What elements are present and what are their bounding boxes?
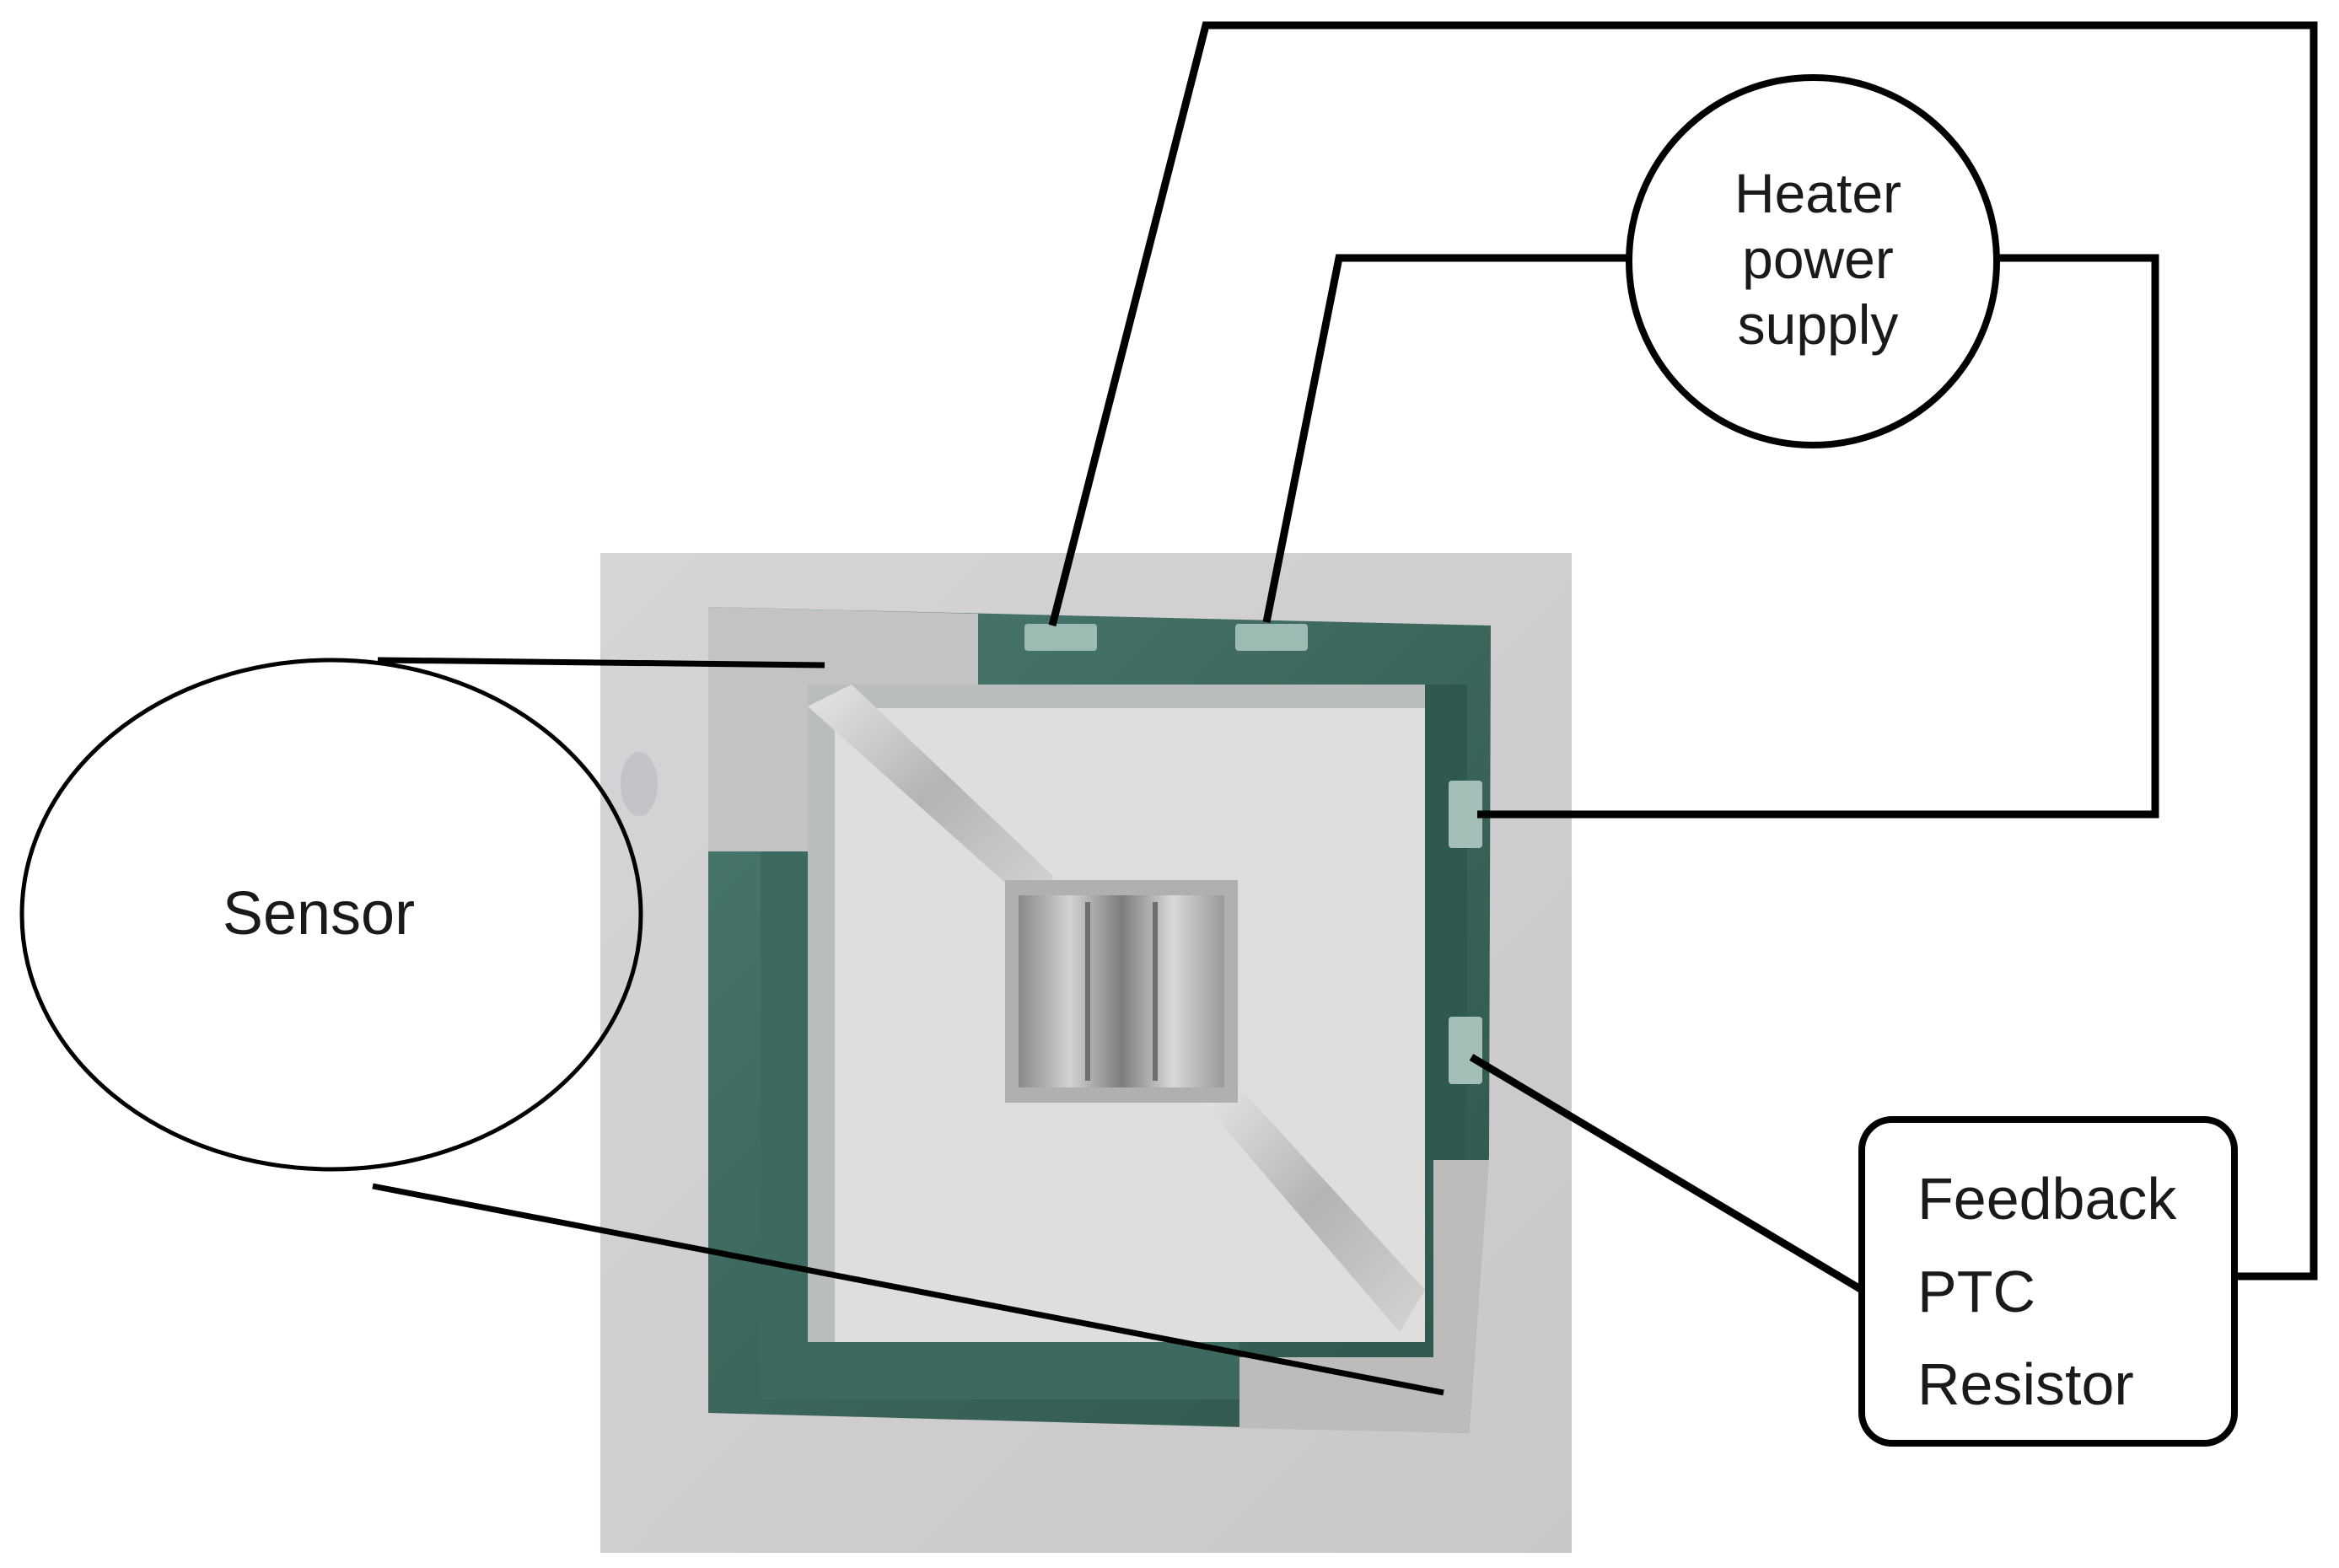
sensor-ellipse [19,658,643,1172]
pad-right-1 [1449,781,1482,848]
feedback-label-line1: Feedback [1917,1166,2177,1232]
silver-border-top-left [708,607,978,851]
feedback-ptc-resistor: Feedback PTC Resistor [1858,1116,2238,1447]
sensor-leader-top [377,657,825,669]
feedback-label-line3: Resistor [1917,1351,2134,1417]
sensor-callout: Sensor [19,657,1444,1396]
pad-top-1 [1024,624,1097,651]
heater-power-supply: Heater power supply [1626,74,2000,448]
circuit-wires [1048,21,2318,1293]
sensor-chip-photo [600,553,1572,1553]
beam-upper [808,685,1054,904]
feedback-box [1858,1116,2238,1447]
feedback-label-line2: PTC [1917,1259,2035,1324]
pad-top-2 [1235,624,1308,651]
pad-right-2 [1449,1017,1482,1084]
wire-pad-top-2-to-heater [1262,254,1629,623]
sensor-leader-bottom [372,1183,1444,1396]
heater-label-line1: Heater [1734,162,1901,224]
wire-heater-to-pad-right-1 [1477,254,2159,819]
heater-label-line2: power [1742,228,1894,290]
green-inner-right [1425,685,1467,1160]
heater-circle [1626,74,2000,448]
wire-pad-right-2-to-feedback [1469,1054,1864,1293]
center-heater-element [1019,895,1224,1087]
beam-lower [1197,1087,1425,1332]
wire-pad-top-1-to-feedback [1048,21,2318,1281]
substrate-smudge [621,752,658,816]
heater-label-line3: supply [1738,293,1899,356]
sensor-label: Sensor [223,880,415,948]
